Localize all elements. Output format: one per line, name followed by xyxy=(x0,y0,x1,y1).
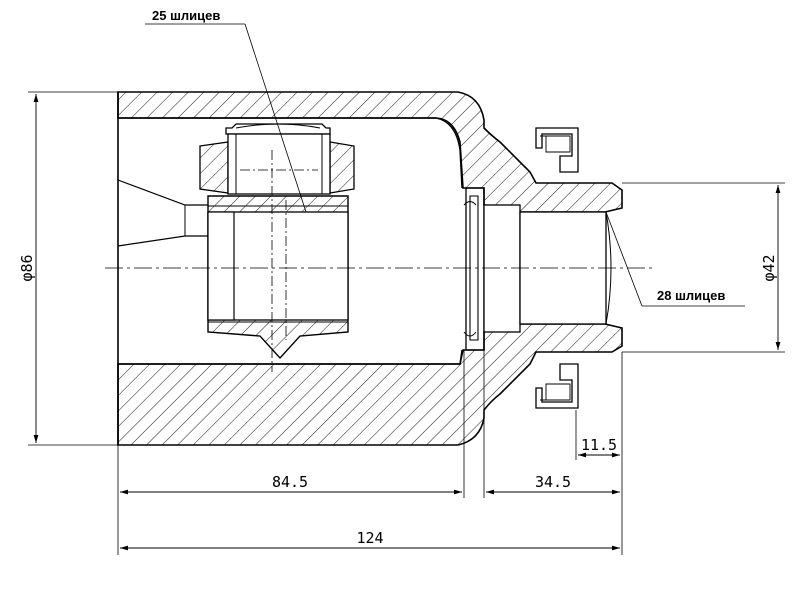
callout-outer-splines: 28 шлицев xyxy=(605,211,745,307)
callout-inner-splines: 25 шлицев xyxy=(145,8,307,213)
seal-plug xyxy=(463,187,485,351)
dim-shaft-diameter: φ42 xyxy=(622,182,785,353)
dim-total-length: 124 xyxy=(120,529,620,551)
stem-length-label: 34.5 xyxy=(535,473,571,491)
stem-bore xyxy=(483,204,612,333)
abs-ring xyxy=(535,127,579,409)
cup-length-label: 84.5 xyxy=(272,473,308,491)
dim-outer-diameter: φ86 xyxy=(18,91,118,446)
dim-spline-length: 11.5 xyxy=(578,436,620,458)
outer-diameter-label: φ86 xyxy=(18,254,36,281)
housing-upper-wall xyxy=(117,91,623,213)
shaft-diameter-label: φ42 xyxy=(760,254,778,281)
spline-length-label: 11.5 xyxy=(581,436,617,454)
tripod-assembly xyxy=(199,123,355,372)
dim-stem-length: 34.5 xyxy=(486,473,620,495)
total-length-label: 124 xyxy=(356,529,383,547)
inner-splines-label: 25 шлицев xyxy=(152,8,220,23)
outer-splines-label: 28 шлицев xyxy=(657,288,725,303)
dim-cup-length: 84.5 xyxy=(120,473,462,495)
